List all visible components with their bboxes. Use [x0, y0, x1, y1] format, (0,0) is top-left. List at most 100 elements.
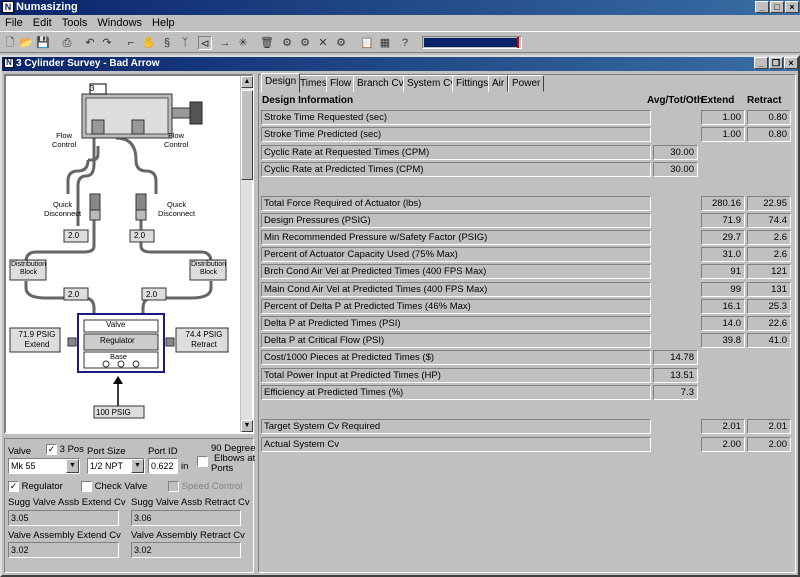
star-tool-icon[interactable]: ✳: [238, 37, 248, 49]
trash-icon[interactable]: 🗑: [260, 37, 274, 49]
app-icon[interactable]: N: [2, 1, 14, 13]
branch-tool-icon[interactable]: ᛉ: [181, 37, 189, 49]
print-icon[interactable]: ⎙: [62, 37, 72, 49]
elbows-checkbox[interactable]: [197, 456, 208, 467]
spring-tool-icon[interactable]: §: [163, 37, 171, 49]
table-cell-extend: 280.16: [701, 196, 745, 211]
close-button[interactable]: ×: [785, 1, 799, 13]
speed-control-checkbox[interactable]: Speed Control: [168, 481, 242, 492]
tab-fittings[interactable]: Fittings: [452, 75, 493, 92]
table-row-label: Brch Cond Air Vel at Predicted Times (40…: [261, 264, 651, 279]
table-cell-retract: 22.95: [747, 196, 791, 211]
doc-restore-button[interactable]: ❐: [769, 57, 783, 69]
calculator-icon[interactable]: ▦: [379, 37, 391, 49]
gauge-tool-icon[interactable]: ⚙: [336, 37, 346, 49]
menu-edit[interactable]: Edit: [32, 17, 52, 29]
dropdown-arrow-icon[interactable]: ▼: [66, 459, 79, 473]
diagram-scrollbar[interactable]: ▲ ▼: [240, 76, 253, 432]
table-row-label: Actual System Cv: [261, 437, 651, 452]
table-cell-retract: 22.6: [747, 316, 791, 331]
tab-system-cv[interactable]: System Cv: [403, 75, 460, 92]
doc-minimize-button[interactable]: _: [754, 57, 768, 69]
menu-file[interactable]: File: [5, 17, 23, 29]
app-title-bar[interactable]: N Numasizing _ □ ×: [0, 0, 800, 15]
maximize-button[interactable]: □: [770, 1, 784, 13]
regulator-checkbox[interactable]: ✓ Regulator: [8, 481, 63, 493]
tab-branch-cv[interactable]: Branch Cv: [353, 75, 408, 92]
save-icon[interactable]: 💾: [36, 37, 50, 49]
three-pos-check[interactable]: ✓: [46, 444, 57, 455]
table-cell-extend: 14.0: [701, 316, 745, 331]
base-label: Base: [110, 352, 128, 361]
port-id-input[interactable]: 0.622: [148, 458, 178, 474]
document-window: [0, 55, 800, 577]
doc-close-button[interactable]: ×: [784, 57, 798, 69]
valve-select[interactable]: Mk 55▼: [8, 458, 80, 474]
connect-tool-icon[interactable]: ⊲: [198, 36, 212, 50]
arrow-tool-icon[interactable]: →: [219, 37, 231, 49]
tube-length-label[interactable]: 2.0: [134, 231, 146, 240]
valve-tool-icon[interactable]: ⚙: [300, 37, 310, 49]
tube-length-label[interactable]: 2.0: [68, 231, 80, 240]
document-icon[interactable]: N: [4, 58, 14, 68]
elbow-fitting-icon[interactable]: ⌐: [127, 37, 135, 49]
table-row-label: Total Power Input at Predicted Times (HP…: [261, 368, 651, 383]
port-id-label: Port ID: [148, 446, 178, 457]
help-arrow-icon[interactable]: ?: [401, 37, 409, 49]
new-file-icon[interactable]: 🗋: [5, 37, 15, 49]
valve-properties-panel: [4, 438, 254, 573]
supply-pressure-label[interactable]: 100 PSIG: [96, 408, 131, 417]
table-cell-avg: 14.78: [653, 350, 698, 365]
check-valve-checkbox[interactable]: Check Valve: [81, 481, 147, 492]
sugg-extend-label: Sugg Valve Assb Extend Cv: [8, 497, 126, 508]
regulator-tool-icon[interactable]: ✕: [318, 37, 328, 49]
cylinder-tool-icon[interactable]: ⚙: [282, 37, 292, 49]
table-cell-extend: 99: [701, 282, 745, 297]
table-cell-extend: 16.1: [701, 299, 745, 314]
results-pane: [258, 74, 796, 573]
dropdown-arrow-icon[interactable]: ▼: [131, 459, 144, 473]
open-folder-icon[interactable]: 📂: [19, 37, 33, 49]
sugg-retract-label: Sugg Valve Assb Retract Cv: [131, 497, 250, 508]
tab-design[interactable]: Design: [261, 73, 301, 93]
three-pos-checkbox[interactable]: ✓ 3 Pos: [46, 444, 84, 456]
menu-tools[interactable]: Tools: [61, 17, 88, 29]
tube-length-label[interactable]: 2.0: [146, 290, 158, 299]
redo-icon[interactable]: ↷: [102, 37, 112, 49]
valve-label: Valve: [106, 320, 126, 329]
undo-icon[interactable]: ↶: [85, 37, 95, 49]
tube-length-label[interactable]: 2.0: [68, 290, 80, 299]
port-size-label: Port Size: [87, 446, 126, 457]
table-cell-retract: 121: [747, 264, 791, 279]
scroll-up-button[interactable]: ▲: [241, 76, 253, 88]
tab-power[interactable]: Power: [508, 75, 545, 92]
clipboard-icon[interactable]: 📋: [360, 37, 374, 49]
table-row-label: Stroke Time Predicted (sec): [261, 127, 651, 142]
document-title-bar[interactable]: N 3 Cylinder Survey - Bad Arrow _ ❐ ×: [2, 57, 798, 71]
table-cell-retract: 2.6: [747, 230, 791, 245]
scroll-thumb[interactable]: [241, 90, 253, 180]
menu-help[interactable]: Help: [152, 17, 175, 29]
minimize-button[interactable]: _: [755, 1, 769, 13]
port-size-select[interactable]: 1/2 NPT▼: [87, 458, 145, 474]
menu-windows[interactable]: Windows: [97, 17, 143, 29]
table-row-label: Percent of Delta P at Predicted Times (4…: [261, 299, 651, 314]
avg-header: Avg/Tot/Oth: [647, 95, 704, 106]
table-cell-extend: 91: [701, 264, 745, 279]
table-row-label: Cyclic Rate at Requested Times (CPM): [261, 145, 651, 160]
hand-tool-icon[interactable]: ✋: [142, 37, 156, 49]
progress-marker: [517, 37, 520, 48]
tab-flow[interactable]: Flow: [326, 75, 356, 92]
tab-air[interactable]: Air: [488, 75, 509, 92]
scroll-down-button[interactable]: ▼: [241, 420, 253, 432]
table-cell-extend: 1.00: [701, 127, 745, 142]
design-info-header: Design Information: [262, 95, 354, 106]
assembly-extend-value: 3.02: [8, 542, 119, 558]
